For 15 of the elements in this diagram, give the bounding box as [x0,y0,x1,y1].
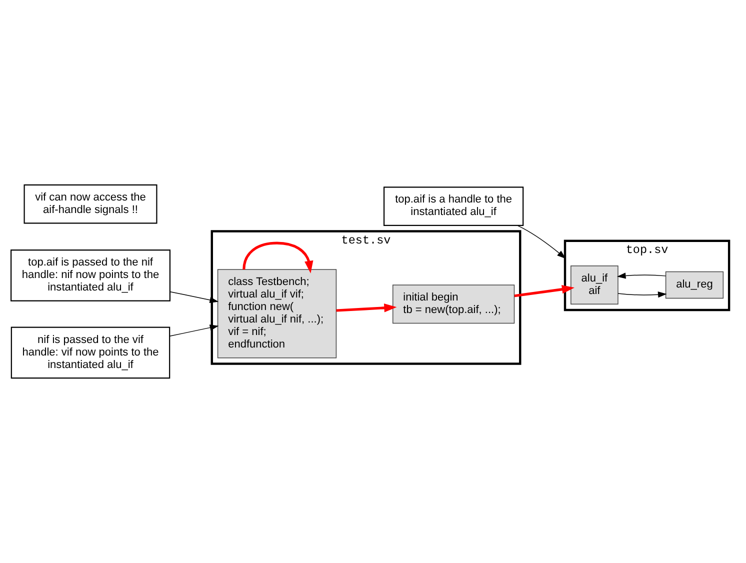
arrow [516,225,566,259]
arrow [242,242,314,274]
arrow [616,272,666,279]
arrow [618,292,667,298]
arrow [169,324,219,336]
node-box: top.aif is passed to the nif handle: nif now points to the instantiated alu_if [10,250,170,302]
arrow [336,303,397,312]
node-box: class Testbench; virtual alu_if vif; function new( virtual alu_if nif, ...); vif = nif; endfunction [217,269,337,358]
node-box: top.aif is a handle to the instantiated alu_if [383,186,524,226]
node-box: alu_reg [665,271,724,299]
node-box: nif is passed to the vif handle: vif now points to the instantiated alu_if [10,326,170,379]
node-box: vif can now access the aif-handle signals !! [24,184,158,224]
node-box: initial begin tb = new(top.aif, ...); [392,284,515,324]
arrow [170,291,219,303]
node-box: alu_if aif [570,266,618,304]
